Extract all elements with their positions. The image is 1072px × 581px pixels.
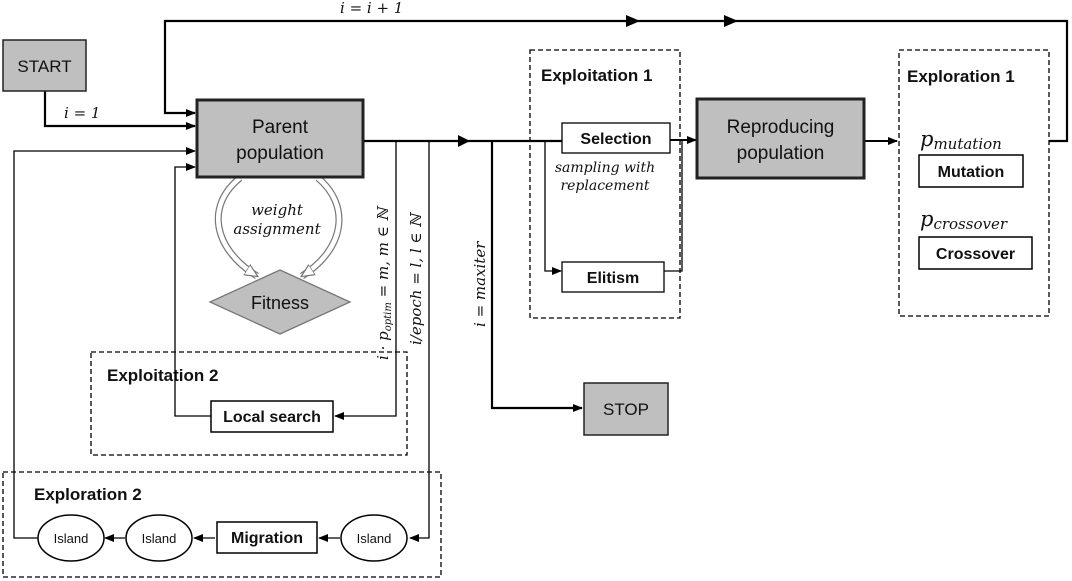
svg-text:START: START xyxy=(17,57,71,76)
local-search-node: Local search xyxy=(210,400,334,433)
local-search-branch-arrow xyxy=(334,141,397,420)
exploitation1-title: Exploitation 1 xyxy=(541,66,652,85)
fitness-node: Fitness xyxy=(208,269,352,335)
start-node: START xyxy=(2,39,87,92)
elitism-node: Elitism xyxy=(561,261,665,293)
exploitation2-group: Exploitation 2 xyxy=(90,351,408,456)
exploration2-group: Exploration 2 xyxy=(2,471,442,578)
start-to-parent-arrow xyxy=(43,91,196,130)
migration-branch-arrow xyxy=(409,141,430,542)
svg-text:Fitness: Fitness xyxy=(251,293,309,313)
epoch-condition-label: i/epoch = l, l ∈ ℕ xyxy=(407,212,425,345)
increment-label: i = i + 1 xyxy=(340,0,403,17)
exploration2-title: Exploration 2 xyxy=(34,485,142,504)
parent-population-node: Parent population xyxy=(195,98,365,179)
loop-arrowhead-right xyxy=(724,15,738,27)
island-node-3: Island xyxy=(340,514,408,562)
weight-label-1: weight xyxy=(251,201,304,219)
svg-text:Island: Island xyxy=(357,531,392,546)
stop-node: STOP xyxy=(583,382,669,436)
sampling-label-1: sampling with xyxy=(555,160,655,176)
exploitation2-title: Exploitation 2 xyxy=(107,366,218,385)
elitism-merge-line xyxy=(664,141,683,272)
exploration1-title: Exploration 1 xyxy=(907,67,1015,86)
svg-text:population: population xyxy=(236,143,324,164)
island-node-2: Island xyxy=(125,514,193,562)
svg-text:Parent: Parent xyxy=(252,117,309,138)
weight-arrow-left xyxy=(215,176,257,278)
local-search-return-arrow xyxy=(174,163,211,417)
elitism-branch-arrow xyxy=(544,141,562,275)
crossover-node: Crossover xyxy=(918,236,1033,270)
svg-text:population: population xyxy=(737,143,825,164)
exploration1-group: Exploration 1 xyxy=(898,49,1050,317)
weight-label-2: assignment xyxy=(233,220,321,238)
sampling-label-2: replacement xyxy=(560,178,649,194)
loop-back-arrow xyxy=(163,19,1069,143)
svg-text:Island: Island xyxy=(142,531,177,546)
main-flow-arrowhead xyxy=(458,135,470,147)
selection-node: Selection xyxy=(561,122,671,154)
island-node-1: Island xyxy=(37,514,105,562)
maxiter-condition-label: i = maxiter xyxy=(471,241,489,327)
svg-text:Migration: Migration xyxy=(231,530,303,547)
optim-condition-label: i · poptim = m, m ∈ ℕ xyxy=(374,205,394,360)
island-return-arrow xyxy=(13,147,196,539)
svg-text:STOP: STOP xyxy=(603,400,649,419)
svg-text:Island: Island xyxy=(54,531,89,546)
svg-text:Crossover: Crossover xyxy=(936,246,1015,263)
svg-text:Mutation: Mutation xyxy=(938,164,1005,181)
p-mutation-label: pmutation xyxy=(920,127,1002,153)
exploitation1-group: Exploitation 1 xyxy=(529,49,681,319)
svg-text:Selection: Selection xyxy=(580,131,651,148)
loop-arrowhead-left xyxy=(626,15,640,27)
init-label: i = 1 xyxy=(64,104,100,122)
mutation-node: Mutation xyxy=(918,154,1024,188)
svg-text:Reproducing: Reproducing xyxy=(727,117,835,138)
p-crossover-label: pcrossover xyxy=(920,207,1008,233)
stop-branch-arrow xyxy=(490,141,583,412)
svg-text:Elitism: Elitism xyxy=(587,270,639,287)
svg-text:Local search: Local search xyxy=(223,409,321,426)
migration-node: Migration xyxy=(216,521,318,554)
reproducing-population-node: Reproducing population xyxy=(695,97,866,180)
weight-arrow-right xyxy=(302,176,342,278)
